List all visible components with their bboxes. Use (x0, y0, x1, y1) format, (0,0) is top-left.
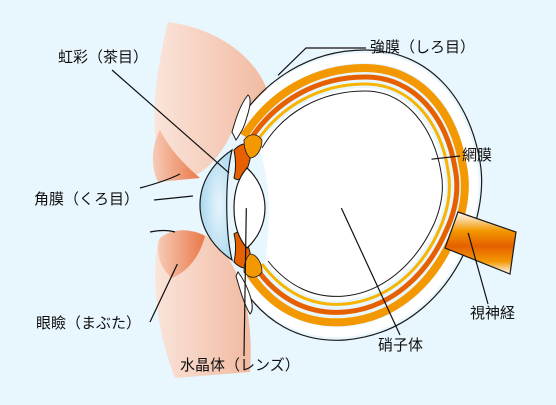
leader-iris (111, 69, 230, 174)
leader-lens (243, 208, 247, 357)
leader-eyelid (149, 263, 178, 323)
leader-vitreous (340, 207, 401, 336)
label-cornea: 角膜（くろ目） (34, 190, 140, 208)
choroid (247, 74, 460, 315)
leader-cornea (153, 195, 193, 201)
leader-lines (111, 47, 489, 357)
retina-layer (253, 82, 451, 306)
label-nerve: 視神経 (470, 304, 516, 322)
leader-retina (431, 155, 461, 160)
label-lens: 水晶体（レンズ） (180, 356, 300, 374)
lens (233, 167, 266, 249)
sclera (231, 52, 479, 338)
label-iris: 虹彩（茶目） (58, 48, 149, 66)
label-retina: 網膜 (462, 146, 493, 164)
leader-sclera (277, 47, 366, 76)
cornea (199, 148, 233, 262)
label-vitreous: 硝子体 (378, 336, 424, 354)
vitreous-body (258, 88, 446, 301)
optic-nerve (444, 211, 517, 275)
upper-eyelid (154, 22, 268, 178)
label-eyelid: 眼瞼（まぶた） (36, 314, 142, 332)
label-sclera: 強膜（しろ目） (370, 38, 476, 56)
leader-nerve (467, 232, 489, 305)
